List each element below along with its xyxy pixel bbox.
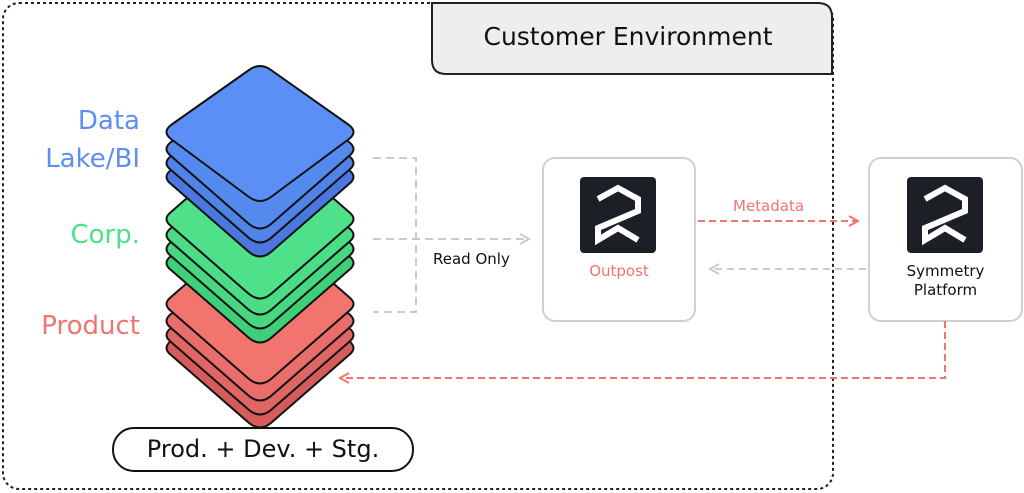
stack-label-datalake: Data Lake/BI — [10, 102, 140, 178]
environment-title-tab — [431, 2, 833, 75]
symmetry-platform-label-line2: Platform — [913, 281, 978, 299]
stack-label-datalake-line2: Lake/BI — [45, 144, 140, 174]
read-only-label: Read Only — [433, 250, 510, 268]
outpost-label: Outpost — [589, 262, 649, 280]
environment-title: Customer Environment — [483, 22, 773, 51]
stack-label-product-line1: Product — [41, 311, 140, 341]
datalake-layer-1 — [165, 65, 355, 202]
outpost-logo-icon — [580, 177, 656, 253]
symmetry-platform-label: Symmetry Platform — [869, 262, 1022, 300]
symmetry-platform-label-line1: Symmetry — [906, 262, 985, 280]
stack-label-corp-line1: Corp. — [70, 220, 140, 250]
read-only-connector — [373, 157, 529, 313]
environments-label: Prod. + Dev. + Stg. — [146, 435, 380, 463]
metadata-label: Metadata — [733, 197, 805, 215]
stack-label-datalake-line1: Data — [77, 106, 140, 136]
stack-label-product: Product — [10, 307, 140, 345]
environments-pill — [112, 427, 414, 472]
data-layer-stack — [165, 65, 355, 429]
platform-to-stack-arrow — [340, 321, 946, 378]
stack-label-corp: Corp. — [10, 216, 140, 254]
symmetry-logo-icon — [907, 177, 983, 253]
customer-environment-frame — [2, 2, 834, 490]
